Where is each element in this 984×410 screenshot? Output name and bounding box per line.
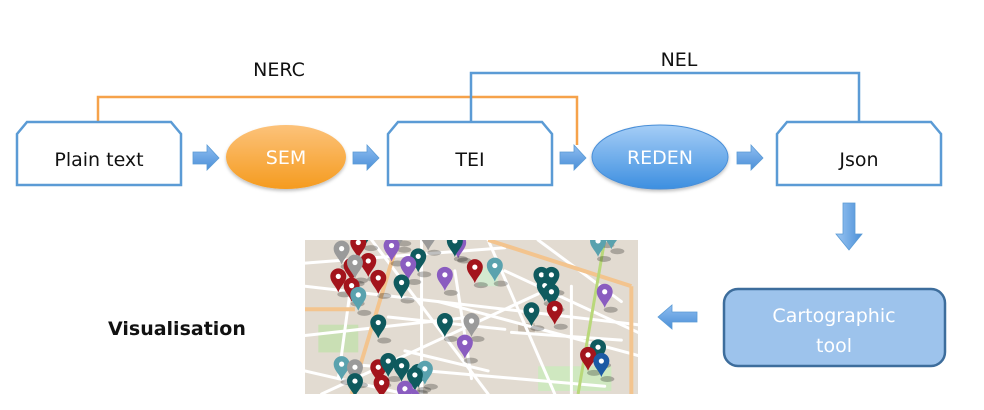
- map-marker-icon[interactable]: [436, 313, 458, 343]
- json-box: [775, 120, 943, 187]
- map-marker-icon[interactable]: [580, 346, 602, 376]
- map-marker-icon[interactable]: [456, 334, 478, 364]
- map-marker-icon[interactable]: [596, 283, 618, 313]
- map-markers: [330, 225, 625, 410]
- visualisation-label: Visualisation: [108, 318, 246, 340]
- json-label: Json: [838, 149, 878, 171]
- map-marker-icon[interactable]: [603, 225, 625, 255]
- map-marker-icon[interactable]: [436, 266, 458, 296]
- map-marker-icon[interactable]: [523, 302, 545, 332]
- sem-ellipse: [226, 125, 346, 189]
- json-node: Json: [775, 120, 943, 187]
- map-marker-icon[interactable]: [410, 248, 432, 278]
- nerc-connector: [96, 95, 579, 145]
- arrow-right-icon: [736, 143, 764, 171]
- map-marker-icon[interactable]: [393, 274, 415, 304]
- arrow-right-icon: [559, 143, 587, 171]
- map-railway: [576, 240, 607, 394]
- map-marker-icon[interactable]: [486, 257, 508, 287]
- map-major-road: [487, 240, 632, 289]
- map-marker-icon[interactable]: [373, 374, 395, 404]
- cartographic-tool-label-line1: Cartographic: [772, 305, 895, 327]
- tei-node: TEI: [386, 120, 554, 187]
- arrow-left-icon: [657, 304, 698, 330]
- map-marker-icon[interactable]: [463, 313, 485, 343]
- map-marker-icon[interactable]: [370, 314, 392, 344]
- reden-ellipse: [591, 124, 729, 190]
- arrow-right-icon: [192, 143, 220, 171]
- map-marker-icon[interactable]: [546, 300, 568, 330]
- map-marker-icon[interactable]: [416, 360, 438, 390]
- plain-text-label: Plain text: [54, 149, 143, 171]
- arrow-right-icon: [352, 143, 380, 171]
- map-street: [305, 246, 507, 265]
- nel-connector: [469, 71, 861, 122]
- map-marker-icon[interactable]: [590, 233, 612, 262]
- cartographic-tool-box: [722, 287, 947, 368]
- map-marker-icon[interactable]: [400, 256, 422, 286]
- map-visualisation: [305, 225, 638, 410]
- nerc-label: NERC: [253, 59, 305, 81]
- arrow-down-icon: [835, 202, 863, 251]
- map-marker-icon[interactable]: [446, 233, 468, 262]
- map-marker-icon[interactable]: [350, 286, 372, 316]
- plain-text-node: Plain text: [15, 120, 183, 187]
- tei-box: [386, 120, 554, 187]
- map-marker-icon[interactable]: [380, 353, 402, 383]
- tei-label: TEI: [454, 149, 484, 171]
- map-marker-icon[interactable]: [466, 259, 488, 289]
- map-marker-icon[interactable]: [500, 398, 521, 410]
- map-marker-icon[interactable]: [420, 227, 442, 256]
- map-marker-icon[interactable]: [403, 388, 425, 410]
- sem-node: SEM: [226, 125, 346, 189]
- map-street: [453, 269, 473, 381]
- sem-label: SEM: [266, 147, 306, 169]
- map-marker-icon[interactable]: [370, 269, 392, 299]
- cartographic-tool-node: Cartographic tool: [722, 287, 947, 368]
- nel-label: NEL: [661, 49, 698, 71]
- map-street: [403, 349, 490, 373]
- plain-text-box: [15, 120, 183, 187]
- map-street: [509, 330, 623, 342]
- cartographic-tool-label-line2: tool: [816, 335, 852, 357]
- map-marker-icon[interactable]: [346, 373, 368, 402]
- reden-label: REDEN: [627, 147, 693, 169]
- reden-node: REDEN: [591, 124, 729, 190]
- map-marker-icon[interactable]: [593, 353, 615, 383]
